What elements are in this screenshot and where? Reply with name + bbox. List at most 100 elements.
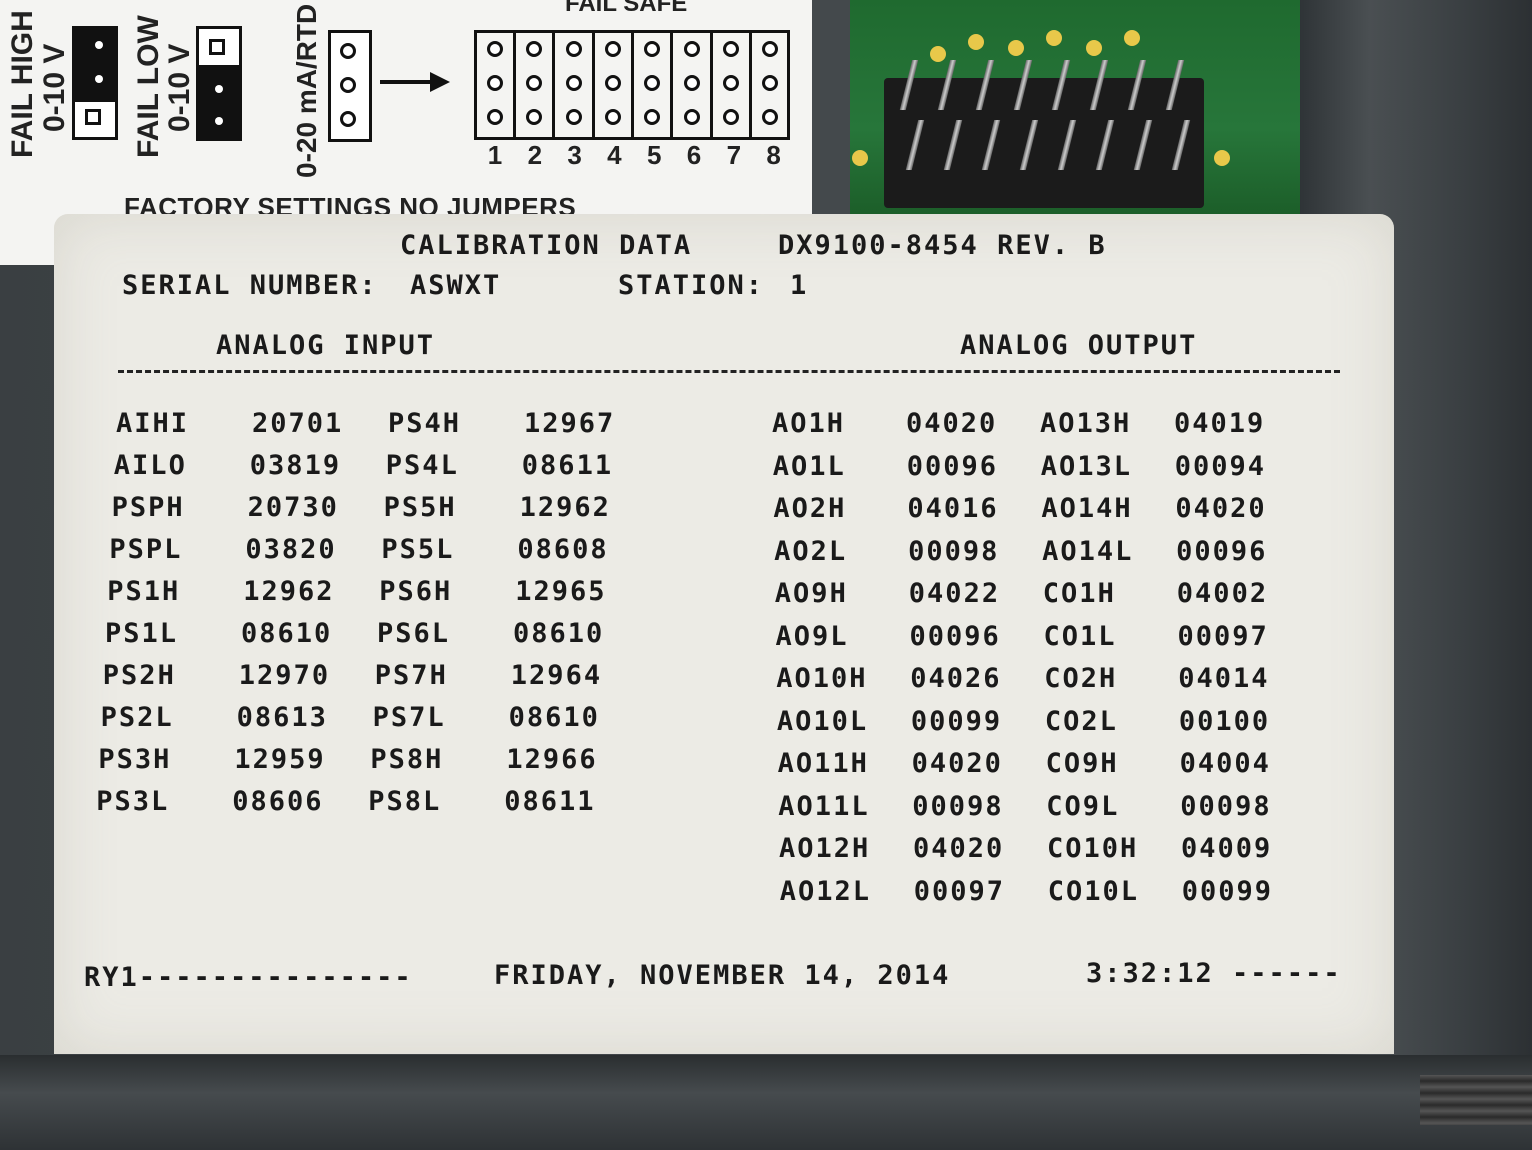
jumper-pin: [215, 117, 223, 125]
solder-pad: [1086, 40, 1102, 56]
channel-code: PSPL: [109, 534, 183, 565]
jumper-pin: [340, 43, 356, 59]
fail-high-range-text: 0-10 V: [38, 43, 71, 132]
channel-code: CO1H: [1042, 578, 1116, 609]
calibration-value: 04009: [1181, 833, 1273, 864]
jumper-pin: [95, 75, 103, 83]
channel-code: PS4L: [385, 450, 459, 481]
analog-input-header: ANALOG INPUT: [216, 330, 436, 361]
jumper-pin: [644, 109, 661, 125]
fail-high-jumper-cap: [72, 26, 118, 102]
jumper-pin: [95, 41, 103, 49]
channel-code: AO9L: [775, 620, 849, 652]
fail-safe-title: FAIL SAFE: [565, 0, 688, 17]
calibration-value: 08610: [513, 618, 605, 649]
fail-low-range-text: 0-10 V: [163, 43, 196, 132]
fail-safe-column: [516, 33, 556, 137]
calibration-value: 08611: [504, 786, 596, 817]
fail-safe-channel-number: 4: [607, 140, 622, 170]
fail-safe-channel-number: 2: [527, 140, 543, 170]
calibration-value: 00096: [906, 450, 998, 482]
calibration-value: 00099: [910, 705, 1003, 737]
ma-rtd-jumper: [328, 30, 372, 142]
calibration-value: 04004: [1179, 748, 1271, 779]
jumper-pin: [526, 75, 543, 91]
jumper-pin: [209, 39, 225, 55]
channel-code: CO9H: [1045, 748, 1119, 779]
fail-safe-column: [634, 33, 674, 137]
channel-code: PS6L: [377, 618, 451, 649]
channel-code: PS2L: [100, 702, 174, 733]
solder-pad: [852, 150, 868, 166]
fail-safe-channel-number: 5: [646, 140, 662, 170]
channel-code: AO12L: [779, 875, 871, 907]
calibration-value: 00097: [1177, 620, 1269, 652]
jumper-pin: [526, 109, 543, 125]
calibration-value: 12962: [519, 492, 611, 523]
channel-code: CO10H: [1047, 833, 1139, 864]
jumper-pin: [604, 75, 621, 91]
calibration-value: 04020: [911, 748, 1003, 779]
calibration-value: 04020: [1175, 493, 1267, 524]
fail-safe-column: [595, 33, 634, 137]
calibration-value: 00098: [1180, 790, 1272, 822]
fail-high-jumper: [72, 26, 118, 140]
calibration-value: 00097: [913, 875, 1005, 907]
serial-number-value: ASWXT: [410, 270, 502, 301]
serial-number-label: SERIAL NUMBER:: [122, 270, 378, 301]
calibration-value: 12967: [524, 408, 616, 439]
calibration-value: 12964: [510, 660, 603, 691]
channel-code: CO2H: [1044, 663, 1118, 694]
channel-code: AILO: [113, 450, 187, 481]
calibration-value: 08608: [517, 534, 609, 565]
pin-header-connector: [884, 78, 1204, 208]
channel-code: CO10L: [1047, 875, 1139, 907]
jumper-pin: [487, 41, 503, 57]
fail-low-jumper-cap: [196, 65, 242, 141]
jumper-pin: [722, 41, 739, 57]
channel-code: CO2L: [1044, 705, 1118, 737]
calibration-value: 12966: [506, 744, 598, 775]
calibration-value: 04022: [908, 578, 1001, 609]
jumper-pin: [683, 41, 700, 57]
jumper-pin: [644, 41, 661, 57]
calibration-value: 12970: [238, 660, 331, 691]
housing-bottom-rail: [0, 1055, 1532, 1150]
calibration-data-card: [54, 214, 1394, 1054]
solder-pad: [1214, 150, 1230, 166]
fail-safe-channel-number: 6: [686, 140, 702, 170]
calibration-value: 04020: [906, 408, 998, 439]
solder-pad: [1124, 30, 1140, 46]
calibration-value: 04002: [1176, 578, 1269, 609]
analog-output-header: ANALOG OUTPUT: [960, 330, 1198, 361]
model-number: DX9100-8454 REV. B: [778, 230, 1107, 261]
calibration-value: 08611: [521, 450, 614, 481]
channel-code: PS7H: [374, 660, 448, 691]
jumper-pin: [683, 109, 700, 125]
channel-code: PSPH: [111, 492, 185, 523]
jumper-pin: [604, 41, 621, 57]
fail-low-text: FAIL LOW: [132, 15, 165, 158]
channel-code: AO10L: [776, 705, 869, 737]
channel-code: AO2H: [773, 493, 847, 524]
calibration-value: 00100: [1178, 705, 1271, 737]
jumper-pin: [722, 75, 739, 91]
calibration-value: 04016: [907, 493, 999, 524]
calibration-value: 00096: [1176, 535, 1268, 567]
channel-code: AO13H: [1040, 408, 1132, 439]
calibration-value: 12962: [243, 576, 335, 607]
jumper-pin: [762, 75, 779, 91]
channel-code: PS3H: [98, 744, 172, 775]
channel-code: AO1L: [772, 450, 846, 482]
channel-code: AO11H: [777, 748, 869, 779]
calibration-value: 12959: [234, 744, 326, 775]
footer-station-id: RY1---------------: [84, 962, 413, 993]
header-divider: [118, 370, 1340, 373]
channel-code: PS4H: [388, 408, 462, 439]
channel-code: AO14L: [1042, 535, 1134, 567]
calibration-value: 00096: [909, 620, 1001, 652]
solder-pad: [1046, 30, 1062, 46]
channel-code: PS5L: [381, 534, 455, 565]
calibration-value: 08610: [241, 618, 333, 649]
calibration-value: 04019: [1174, 408, 1266, 439]
